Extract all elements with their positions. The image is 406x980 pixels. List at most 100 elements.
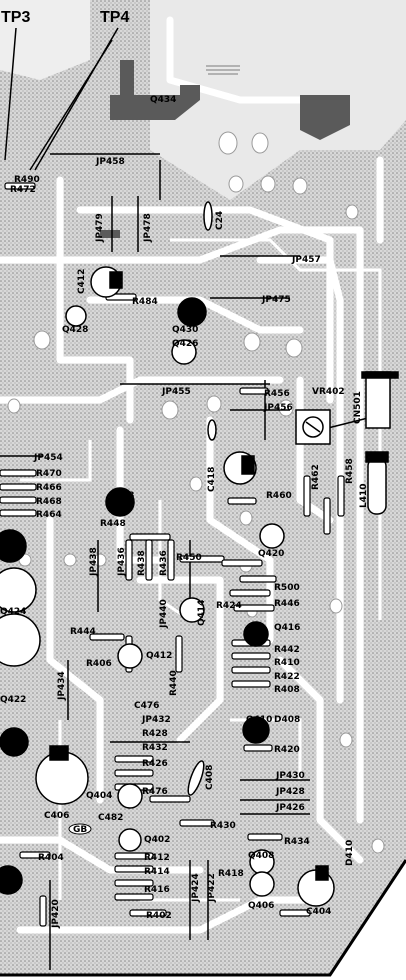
label-jp479: JP479: [95, 213, 105, 243]
label-jp455: JP455: [161, 387, 191, 397]
label-r446: R446: [274, 599, 300, 609]
label-r434: R434: [284, 837, 310, 847]
label-d410: D410: [345, 840, 355, 866]
label-c476: C476: [134, 701, 159, 711]
label-q404: Q404: [86, 791, 112, 801]
label-l410: L410: [359, 483, 369, 508]
label-vr402: VR402: [312, 387, 345, 397]
label-jp424: JP424: [191, 873, 201, 903]
label-q406: Q406: [248, 901, 274, 911]
label-q412: Q412: [146, 651, 172, 661]
label-r476: R476: [142, 787, 168, 797]
label-r500: R500: [274, 583, 300, 593]
label-c406: C406: [44, 811, 69, 821]
label-r440: R440: [169, 670, 179, 696]
label-r472: R472: [10, 185, 36, 195]
copper-islands: [100, 60, 350, 238]
label-jp434: JP434: [57, 671, 67, 701]
label-d408: D408: [274, 715, 300, 725]
label-q414: Q414: [197, 600, 207, 626]
label-r462: R462: [311, 464, 321, 490]
label-r450: R450: [176, 553, 202, 563]
label-jp428: JP428: [275, 787, 305, 797]
label-r404: R404: [38, 853, 64, 863]
label-r436: R436: [159, 550, 169, 576]
label-jp458: JP458: [95, 157, 125, 167]
label-q422: Q422: [0, 695, 26, 705]
label-jp457: JP457: [291, 255, 321, 265]
label-cn501: CN501: [353, 391, 363, 424]
label-jp475: JP475: [261, 295, 291, 305]
label-c482: C482: [98, 813, 123, 823]
label-r430: R430: [210, 821, 236, 831]
label-q428: Q428: [62, 325, 88, 335]
label-r468: R468: [36, 497, 62, 507]
board-marking: [206, 65, 240, 75]
label-jp422: JP422: [207, 873, 217, 903]
label-r422: R422: [274, 672, 300, 682]
label-r432: R432: [142, 743, 168, 753]
label-c418: C418: [207, 467, 217, 492]
label-q402: Q402: [144, 835, 170, 845]
pcb-traces: [0, 16, 384, 934]
label-r416: R416: [144, 885, 170, 895]
label-q408: Q408: [248, 851, 274, 861]
label-r460: R460: [266, 491, 292, 501]
label-r414: R414: [144, 867, 170, 877]
label-r464: R464: [36, 510, 62, 520]
label-jp456: JP456: [263, 403, 293, 413]
label-r448: R448: [100, 519, 126, 529]
cn501-connector: [361, 371, 399, 515]
label-r406: R406: [86, 659, 112, 669]
label-jp454: JP454: [33, 453, 63, 463]
label-q420: Q420: [258, 549, 284, 559]
label-r408: R408: [274, 685, 300, 695]
label-r470: R470: [36, 469, 62, 479]
tp4-label: TP4: [100, 9, 129, 26]
label-r412: R412: [144, 853, 170, 863]
label-r458: R458: [345, 458, 355, 484]
component-labels: Q434 JP458 R490 R472 JP479 JP478 C24 JP4…: [0, 95, 369, 929]
label-jp436: JP436: [117, 547, 127, 577]
label-q418: Q418: [108, 491, 134, 501]
label-jp426: JP426: [275, 803, 305, 813]
label-r466: R466: [36, 483, 62, 493]
label-jp438: JP438: [89, 547, 99, 577]
label-gb: GB: [73, 825, 87, 835]
label-r426: R426: [142, 759, 168, 769]
label-r424: R424: [216, 601, 242, 611]
transistor-bodies: [0, 201, 335, 907]
label-q410: Q410: [246, 715, 272, 725]
label-r438: R438: [137, 550, 147, 576]
label-r442: R442: [274, 645, 300, 655]
label-r444: R444: [70, 627, 96, 637]
label-jp478: JP478: [143, 213, 153, 243]
label-q416: Q416: [274, 623, 300, 633]
gb-ground-marker: GB: [68, 823, 92, 835]
label-r428: R428: [142, 729, 168, 739]
label-jp430: JP430: [275, 771, 305, 781]
vr402-component: [295, 409, 331, 445]
label-jp440: JP440: [159, 599, 169, 629]
label-r410: R410: [274, 658, 300, 668]
label-r418: R418: [218, 869, 244, 879]
label-r456: R456: [264, 389, 290, 399]
label-jp420: JP420: [51, 899, 61, 929]
label-c24: C24: [215, 211, 225, 230]
label-c412: C412: [77, 269, 87, 294]
label-c404: C404: [306, 907, 331, 917]
label-q434: Q434: [150, 95, 176, 105]
label-jp432: JP432: [141, 715, 171, 725]
label-q426: Q426: [172, 339, 198, 349]
label-r420: R420: [274, 745, 300, 755]
label-q430: Q430: [172, 325, 198, 335]
label-r490: R490: [14, 175, 40, 185]
label-r484: R484: [132, 297, 158, 307]
label-r402: R402: [146, 911, 172, 921]
label-c408: C408: [205, 765, 215, 790]
label-q424: Q424: [0, 607, 26, 617]
tp3-label: TP3: [1, 9, 30, 26]
label-98: 98: [0, 735, 13, 745]
resistor-bodies: [0, 182, 345, 927]
